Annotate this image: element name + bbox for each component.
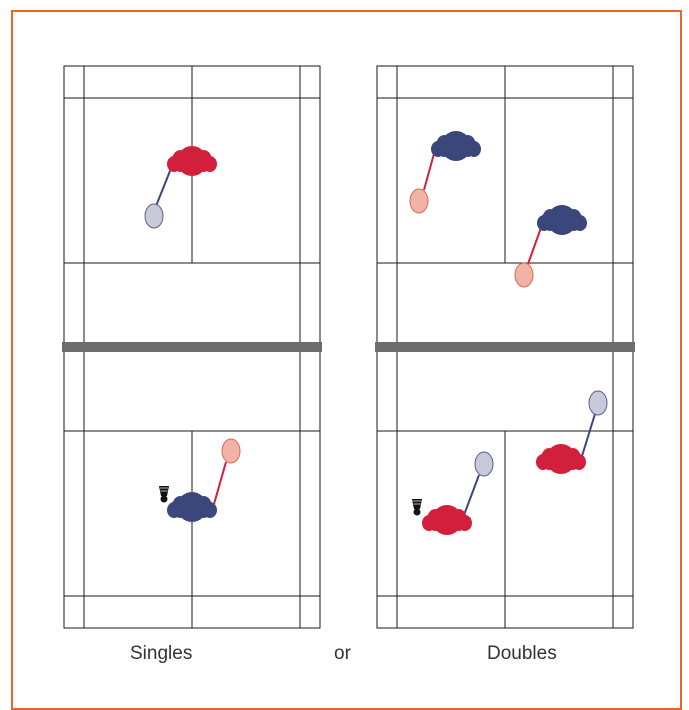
player-blue-icon	[515, 205, 587, 287]
shuttlecock-icon	[159, 486, 169, 503]
racket-handle	[156, 166, 172, 206]
racket-handle	[528, 225, 542, 264]
racket-icon	[410, 189, 428, 213]
racket-handle	[424, 150, 435, 190]
or-caption: or	[334, 643, 351, 665]
singles-caption: Singles	[130, 643, 192, 665]
racket-icon	[515, 263, 533, 287]
player-red-icon	[422, 452, 493, 535]
doubles-caption: Doubles	[487, 643, 557, 665]
net	[62, 342, 322, 352]
courts-diagram	[0, 0, 689, 677]
racket-handle	[214, 462, 226, 504]
player-red-icon	[536, 391, 607, 474]
racket-icon	[475, 452, 493, 476]
player-red-icon	[145, 146, 217, 228]
racket-handle	[464, 475, 479, 515]
player-blue-icon	[410, 131, 481, 213]
racket-handle	[582, 414, 595, 456]
racket-icon	[589, 391, 607, 415]
racket-icon	[222, 439, 240, 463]
racket-icon	[145, 204, 163, 228]
player-blue-icon	[167, 439, 240, 522]
shuttlecock-icon	[412, 499, 422, 516]
net	[375, 342, 635, 352]
